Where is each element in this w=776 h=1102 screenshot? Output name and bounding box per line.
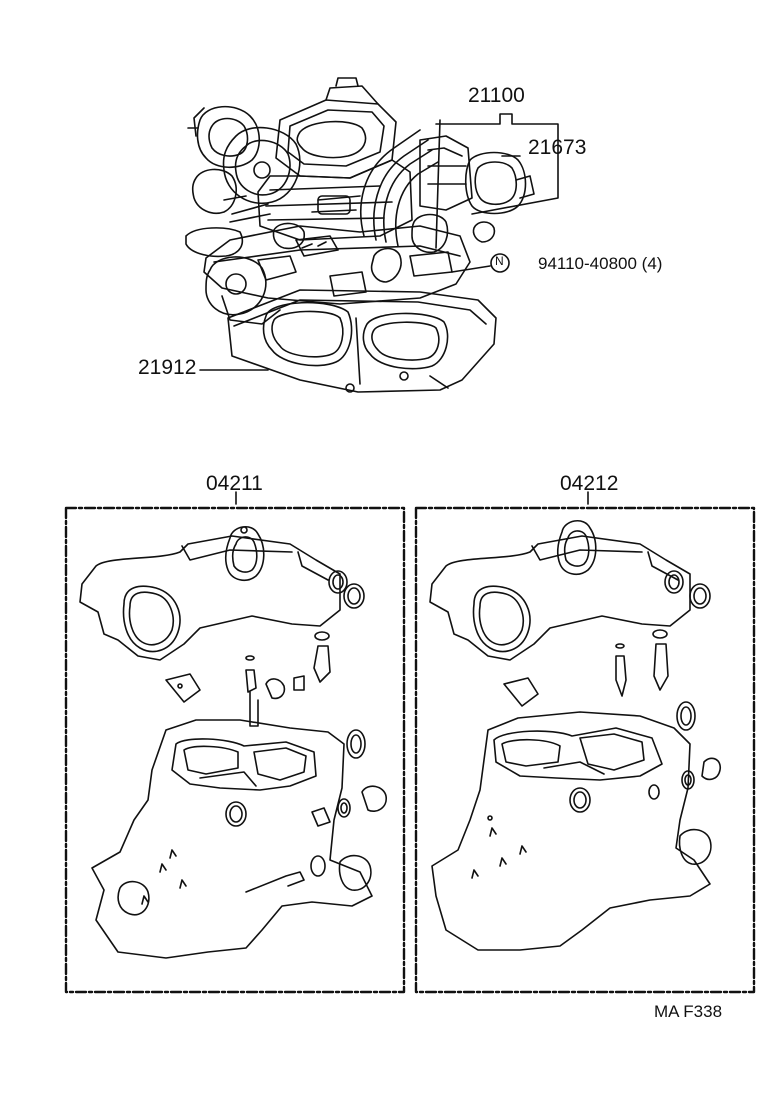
kit-box-right-frame [414, 506, 756, 994]
new-part-badge-circle [490, 253, 510, 273]
kit-box-left-frame [64, 506, 406, 994]
figure-code: MA F338 [654, 1002, 723, 1021]
callout-94110-40800: 94110-40800 (4) [538, 254, 663, 273]
callout-21912: 21912 [138, 356, 197, 379]
callout-21100: 21100 [468, 84, 525, 107]
callout-04212: 04212 [560, 472, 619, 495]
callout-21673: 21673 [528, 136, 587, 159]
callout-04211: 04211 [206, 472, 263, 495]
kit-right-exploded-parts [429, 520, 722, 951]
new-part-badge-letter: N [495, 254, 504, 268]
carburetor-assembly-drawing [185, 77, 559, 393]
kit-left-exploded-parts [79, 526, 387, 959]
